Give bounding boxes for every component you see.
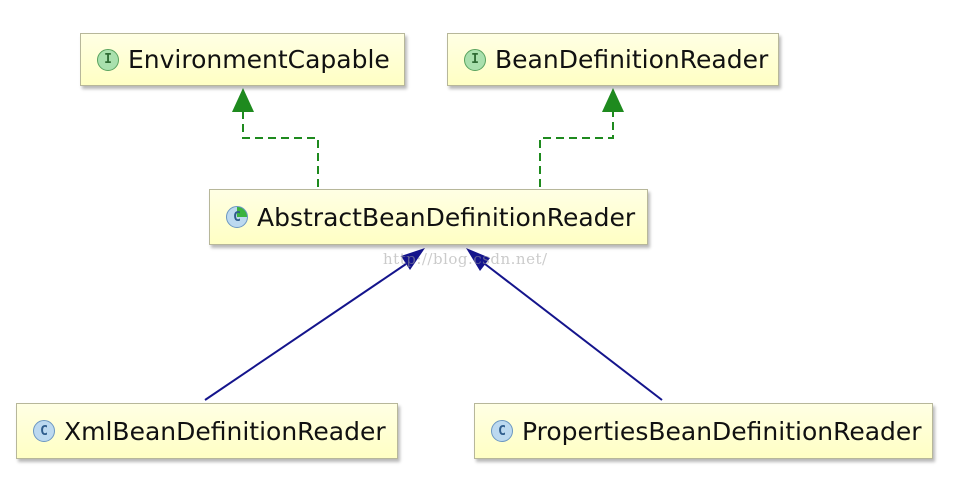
realization-edge-environment-capable [242,112,319,187]
watermark: http://blog.csdn.net/ [383,250,548,268]
class-icon: C [491,420,513,442]
node-label: EnvironmentCapable [128,45,390,74]
node-label: XmlBeanDefinitionReader [64,416,386,446]
realization-arrowhead-environment-capable [232,88,254,112]
inheritance-arrowhead-xml [401,248,425,270]
realization-edge-bean-definition-reader [539,112,614,187]
node-label: AbstractBeanDefinitionReader [257,202,636,232]
node-bean-definition-reader[interactable]: I BeanDefinitionReader [447,33,779,86]
inheritance-edge-properties [484,263,663,401]
node-environment-capable[interactable]: I EnvironmentCapable [80,33,405,86]
interface-icon: I [97,48,119,71]
node-xml-bean-definition-reader[interactable]: C XmlBeanDefinitionReader [16,403,398,459]
realization-arrowhead-bean-definition-reader [602,88,624,112]
node-abstract-bean-definition-reader[interactable]: C AbstractBeanDefinitionReader [209,189,648,245]
node-properties-bean-definition-reader[interactable]: C PropertiesBeanDefinitionReader [474,403,933,459]
node-label: BeanDefinitionReader [495,45,769,74]
inheritance-edge-xml [204,263,407,401]
class-icon: C [33,420,55,442]
inheritance-arrowhead-properties [466,248,490,271]
interface-icon: I [464,48,486,71]
abstract-class-icon: C [226,206,248,228]
node-label: PropertiesBeanDefinitionReader [522,416,922,446]
